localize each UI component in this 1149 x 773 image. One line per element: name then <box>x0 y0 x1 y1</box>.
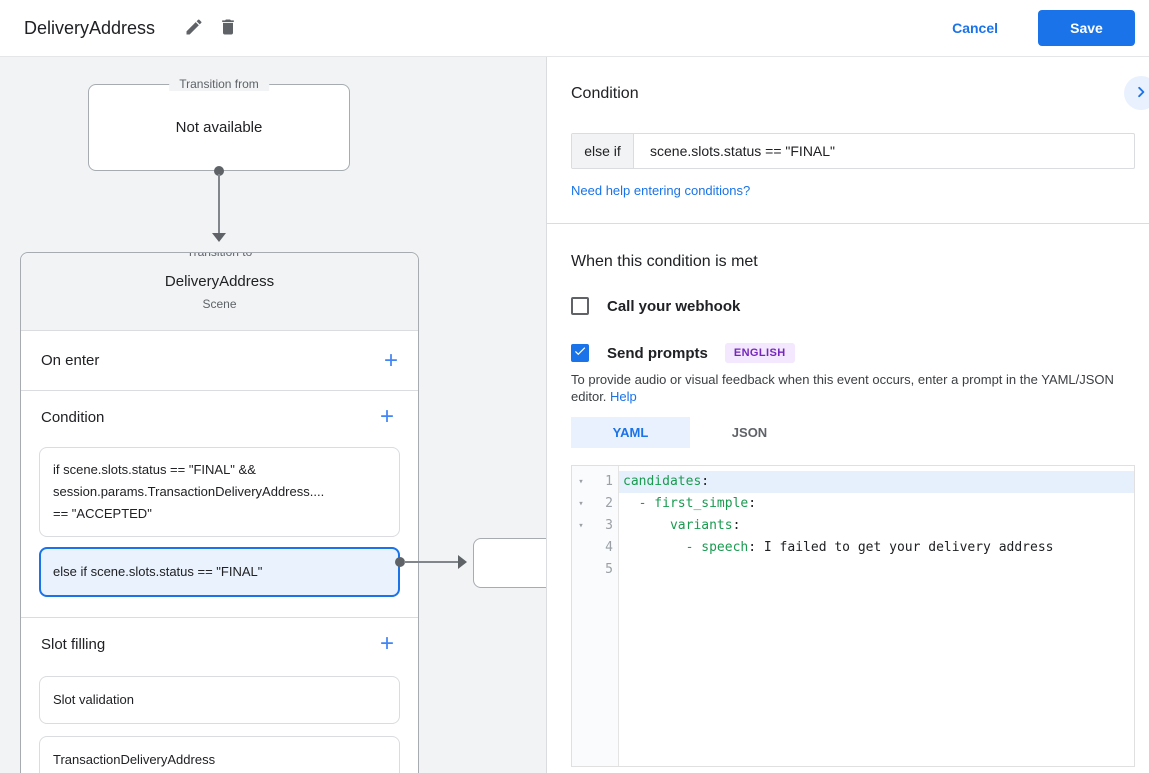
scene-card-header: DeliveryAddress Scene <box>21 253 418 331</box>
line-number: 3 <box>605 518 613 533</box>
code-line[interactable]: candidates: <box>619 471 1134 493</box>
gutter-line: ▾2 <box>572 493 618 515</box>
gutter-line: 4 <box>572 537 618 559</box>
connector-dot <box>214 166 224 176</box>
send-prompts-label: Send prompts <box>607 344 708 362</box>
editor-code-area[interactable]: candidates: - first_simple: variants: - … <box>619 466 1134 766</box>
transition-to-legend: Transition to <box>176 253 263 259</box>
condition-detail-panel: Condition else if Need help entering con… <box>547 57 1149 773</box>
delete-scene-button[interactable] <box>211 11 245 45</box>
transition-target-box[interactable] <box>473 538 546 588</box>
language-badge: ENGLISH <box>724 343 795 363</box>
condition-panel-title: Condition <box>571 85 639 102</box>
yaml-text-token: : I failed to get your delivery address <box>748 540 1054 555</box>
gutter-line: ▾3 <box>572 515 618 537</box>
code-line[interactable]: - speech: I failed to get your delivery … <box>619 537 1134 559</box>
prompts-description-text: To provide audio or visual feedback when… <box>571 372 1114 404</box>
add-on-enter-button[interactable]: + <box>378 348 404 373</box>
edit-scene-button[interactable] <box>177 11 211 45</box>
add-slot-button[interactable]: + <box>374 632 400 656</box>
condition-card-line: if scene.slots.status == "FINAL" && <box>53 462 256 477</box>
connector-line-vertical <box>218 174 220 234</box>
prompts-description: To provide audio or visual feedback when… <box>571 371 1133 405</box>
condition-help-link[interactable]: Need help entering conditions? <box>571 183 751 198</box>
condition-expression-row: else if <box>571 133 1135 169</box>
transition-to-box[interactable]: Transition to DeliveryAddress Scene On e… <box>20 252 419 773</box>
connector-dot <box>395 557 405 567</box>
arrow-down-icon <box>212 233 226 242</box>
yaml-text-token: : <box>732 518 741 533</box>
pencil-icon <box>184 17 204 40</box>
condition-card-line: else if scene.slots.status == "FINAL" <box>53 564 263 579</box>
condition-card-line: == "ACCEPTED" <box>53 506 152 521</box>
line-number: 5 <box>605 562 613 577</box>
panel-divider <box>547 223 1149 224</box>
yaml-text-token: : <box>748 496 757 511</box>
condition-prefix-label: else if <box>572 134 634 168</box>
code-line[interactable]: - first_simple: <box>619 493 1134 515</box>
scene-type-label: Scene <box>202 296 237 311</box>
send-prompts-checkbox[interactable] <box>571 344 589 362</box>
gutter-line: 5 <box>572 559 618 581</box>
yaml-text-token <box>623 496 639 511</box>
yaml-text-token <box>623 518 670 533</box>
slot-filling-label: Slot filling <box>41 635 106 653</box>
flow-diagram-canvas[interactable]: Transition from Not available Transition… <box>0 57 547 773</box>
help-link[interactable]: Help <box>610 389 637 404</box>
fold-arrow-icon[interactable]: ▾ <box>578 521 584 531</box>
call-webhook-label: Call your webhook <box>607 297 741 315</box>
condition-expression-input[interactable] <box>634 134 1134 168</box>
transition-from-box[interactable]: Transition from Not available <box>88 78 350 171</box>
transition-from-content: Not available <box>175 119 263 136</box>
tab-json[interactable]: JSON <box>731 425 768 440</box>
slot-filling-section: Slot filling + Slot validation Transacti… <box>21 618 418 773</box>
call-webhook-checkbox[interactable] <box>571 297 589 315</box>
page-title: DeliveryAddress <box>24 17 156 38</box>
cancel-button[interactable]: Cancel <box>952 20 998 36</box>
yaml-key-token: - first_simple <box>638 496 749 511</box>
chevron-right-icon <box>1130 81 1149 106</box>
on-enter-label: On enter <box>41 352 100 369</box>
fold-arrow-icon[interactable]: ▾ <box>578 499 584 509</box>
yaml-key-token: - speech <box>685 540 749 555</box>
trash-icon <box>218 17 238 40</box>
on-enter-row[interactable]: On enter + <box>21 331 418 391</box>
add-condition-button[interactable]: + <box>374 405 400 429</box>
fold-arrow-icon[interactable]: ▾ <box>578 477 584 487</box>
collapse-panel-button[interactable] <box>1124 76 1149 110</box>
save-button[interactable]: Save <box>1038 10 1135 46</box>
transition-from-legend: Transition from <box>169 78 269 91</box>
connector-line-horizontal <box>404 561 459 563</box>
condition-card-elseif-selected[interactable]: else if scene.slots.status == "FINAL" <box>39 547 400 597</box>
arrow-right-icon <box>458 555 467 569</box>
line-number: 1 <box>605 474 613 489</box>
yaml-text-token <box>623 540 686 555</box>
when-met-title: When this condition is met <box>571 253 758 270</box>
gutter-line: ▾1 <box>572 471 618 493</box>
condition-card-line: session.params.TransactionDeliveryAddres… <box>53 484 325 499</box>
yaml-text-token: : <box>701 474 710 489</box>
code-line[interactable] <box>619 559 1134 581</box>
slot-validation-card[interactable]: Slot validation <box>39 676 400 724</box>
yaml-key-token: variants <box>669 518 733 533</box>
top-bar: DeliveryAddress Cancel Save <box>0 0 1149 57</box>
editor-format-tabs: YAML JSON <box>571 417 1135 448</box>
line-number: 4 <box>605 540 613 555</box>
condition-section: Condition + if scene.slots.status == "FI… <box>21 391 418 618</box>
tab-yaml[interactable]: YAML <box>571 417 690 448</box>
code-line[interactable]: variants: <box>619 515 1134 537</box>
transaction-delivery-address-card[interactable]: TransactionDeliveryAddress <box>39 736 400 773</box>
checkmark-icon <box>573 344 587 363</box>
yaml-key-token: candidates <box>623 474 702 489</box>
scene-name: DeliveryAddress <box>164 272 275 290</box>
condition-section-label: Condition <box>41 408 105 426</box>
line-number: 2 <box>605 496 613 511</box>
condition-card-if[interactable]: if scene.slots.status == "FINAL" && sess… <box>39 447 400 537</box>
